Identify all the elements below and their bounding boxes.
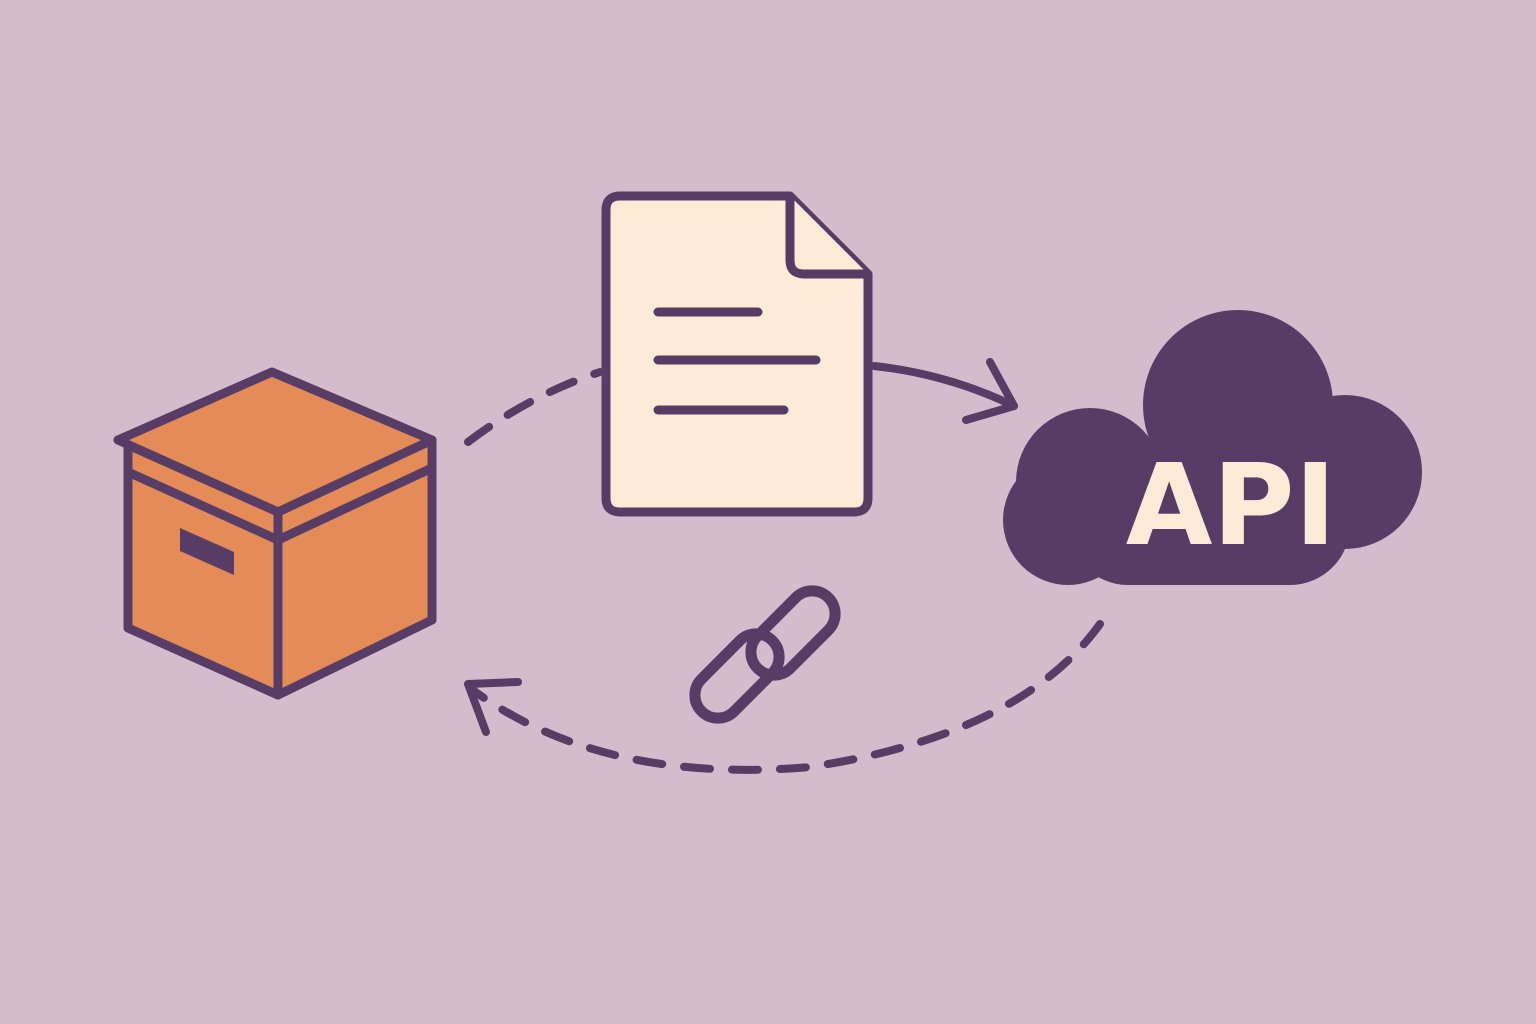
- connector-box-to-document: [464, 368, 604, 446]
- box-lid-rim: [126, 463, 434, 545]
- chain-link-lower: [689, 628, 785, 724]
- cloud-shape: [1003, 310, 1422, 585]
- arrowhead-right-icon: [962, 358, 1018, 424]
- connector-document-to-cloud: [870, 358, 1018, 424]
- document-icon: [601, 191, 873, 517]
- document-fold: [785, 196, 868, 279]
- connector-document-to-cloud-line: [870, 362, 1018, 410]
- cloud-icon: API: [1003, 310, 1422, 585]
- arrowhead-left-icon: [464, 678, 522, 736]
- box-handle: [180, 528, 234, 575]
- link-chain-icon: [689, 585, 841, 724]
- box-lid: [113, 367, 437, 517]
- cloud-api-label: API: [1126, 441, 1336, 571]
- box-icon: [113, 367, 437, 700]
- chain-link-upper: [745, 585, 841, 681]
- connector-cloud-to-box: [464, 620, 1104, 774]
- connector-cloud-to-box-line: [466, 620, 1104, 774]
